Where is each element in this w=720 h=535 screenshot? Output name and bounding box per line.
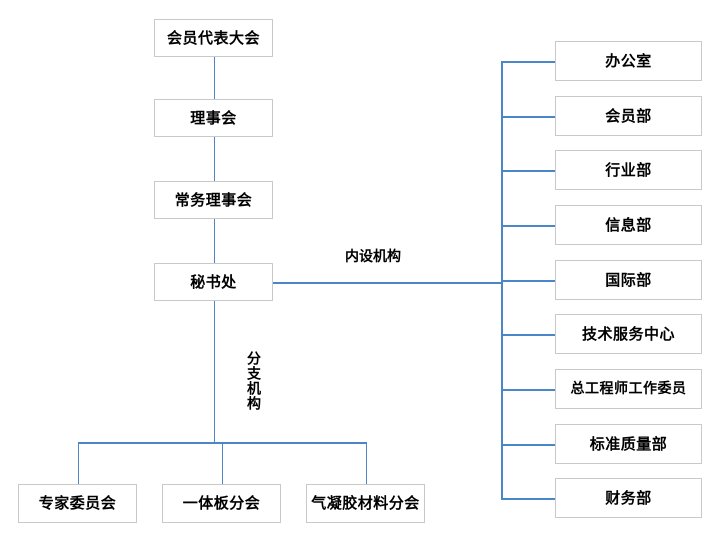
node-chief-engineer-committee[interactable]: 总工程师工作委员 <box>555 369 702 409</box>
connector-department-stub-7 <box>501 444 555 446</box>
node-council[interactable]: 理事会 <box>154 99 273 137</box>
node-finance[interactable]: 财务部 <box>555 478 702 518</box>
node-standard-quality[interactable]: 标准质量部 <box>555 424 702 464</box>
connector-chain-2 <box>213 219 216 263</box>
connector-department-stub-5 <box>501 334 555 336</box>
node-secretariat-label: 秘书处 <box>190 272 237 291</box>
connector-department-stub-8 <box>501 498 555 500</box>
connector-branch-drop-0 <box>77 442 80 484</box>
node-expert-committee-label: 专家委员会 <box>38 494 117 512</box>
branch-organizations-group-label: 分支机构 <box>245 351 261 411</box>
node-standard-quality-label: 标准质量部 <box>589 434 668 453</box>
node-international-label: 国际部 <box>605 270 652 289</box>
connector-department-stub-3 <box>501 225 555 227</box>
connector-branch-drop-2 <box>365 442 368 484</box>
node-standing-council[interactable]: 常务理事会 <box>154 181 273 219</box>
node-assembly-label: 会员代表大会 <box>166 28 260 47</box>
connector-department-stub-1 <box>501 116 555 118</box>
node-office[interactable]: 办公室 <box>555 41 702 81</box>
node-secretariat[interactable]: 秘书处 <box>154 263 273 301</box>
node-aerogel-material-branch-label: 气凝胶材料分会 <box>311 494 420 512</box>
node-assembly[interactable]: 会员代表大会 <box>154 19 273 57</box>
node-finance-label: 财务部 <box>605 488 652 507</box>
connector-secretariat-to-branches <box>213 301 216 442</box>
connector-department-spine <box>501 61 503 498</box>
node-information[interactable]: 信息部 <box>555 205 702 245</box>
node-standing-council-label: 常务理事会 <box>174 190 253 209</box>
node-integrated-board-branch[interactable]: 一体板分会 <box>162 484 281 523</box>
connector-chain-0 <box>213 57 216 99</box>
internal-departments-group-label: 内设机构 <box>345 249 401 265</box>
connector-department-stub-6 <box>501 389 555 391</box>
node-council-label: 理事会 <box>190 108 237 127</box>
node-information-label: 信息部 <box>605 215 652 234</box>
node-membership-label: 会员部 <box>605 106 652 125</box>
node-industry[interactable]: 行业部 <box>555 150 702 190</box>
node-membership[interactable]: 会员部 <box>555 96 702 136</box>
connector-secretariat-to-departments <box>273 282 501 284</box>
node-aerogel-material-branch[interactable]: 气凝胶材料分会 <box>306 484 425 523</box>
node-chief-engineer-committee-label: 总工程师工作委员 <box>570 381 687 397</box>
node-tech-service-center-label: 技术服务中心 <box>581 324 675 343</box>
node-industry-label: 行业部 <box>605 160 652 179</box>
connector-branch-drop-1 <box>221 442 224 484</box>
node-expert-committee[interactable]: 专家委员会 <box>18 484 137 523</box>
node-international[interactable]: 国际部 <box>555 260 702 300</box>
connector-department-stub-2 <box>501 170 555 172</box>
node-office-label: 办公室 <box>605 51 652 70</box>
connector-chain-1 <box>213 137 216 181</box>
connector-department-stub-0 <box>501 61 555 63</box>
node-tech-service-center[interactable]: 技术服务中心 <box>555 314 702 354</box>
connector-department-stub-4 <box>501 280 555 282</box>
node-integrated-board-branch-label: 一体板分会 <box>182 494 261 512</box>
